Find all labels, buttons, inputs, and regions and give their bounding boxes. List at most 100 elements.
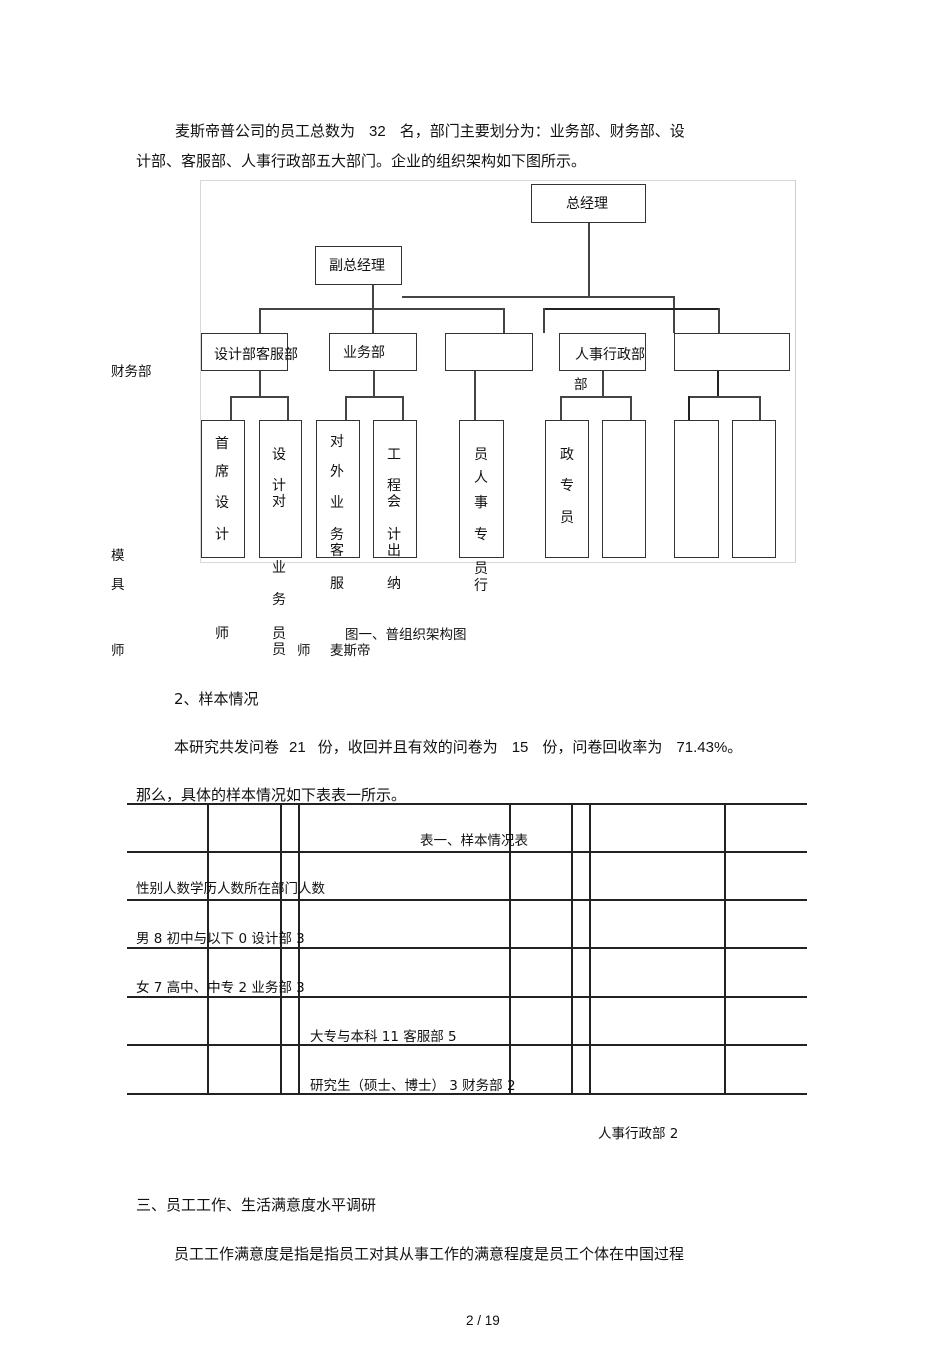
staff-3-outside: 服: [330, 576, 344, 592]
staff-3-char: 对: [330, 434, 344, 450]
org-staff-box-3: [316, 420, 360, 558]
connector: [718, 308, 720, 333]
connector: [259, 308, 504, 310]
org-box-dept-2: 业务部: [329, 333, 417, 371]
org-chart-caption: 图一、普组织架构图: [345, 627, 467, 643]
connector: [688, 396, 760, 398]
connector: [230, 396, 232, 420]
org-label-general-manager: 总经理: [566, 196, 608, 212]
org-label-dept-2: 业务部: [343, 345, 385, 361]
para-text-c: 份，问卷回收率为: [542, 738, 663, 756]
staff-5-char: 专: [474, 527, 488, 543]
connector: [543, 308, 719, 310]
org-box-dept-5: [674, 333, 790, 371]
org-box-dept-3: [445, 333, 533, 371]
staff-1-char: 席: [215, 464, 229, 480]
staff-3-char: 业: [330, 495, 344, 511]
stray-char: 师: [297, 643, 311, 659]
connector: [259, 371, 261, 396]
return-rate: 71.43%。: [676, 739, 743, 756]
table-title: 表一、样本情况表: [420, 833, 528, 849]
staff-1-char: 计: [215, 527, 229, 543]
org-staff-box-2: [259, 420, 302, 558]
connector: [230, 396, 288, 398]
staff-4-char: 工: [387, 447, 401, 463]
org-staff-box-6: [545, 420, 589, 558]
table-col-rule: [589, 803, 591, 1095]
connector: [560, 396, 631, 398]
connector: [503, 308, 505, 333]
intro-text-a: 麦斯帝普公司的员工总数为: [175, 122, 356, 140]
staff-2-outside: 务: [272, 592, 286, 608]
staff-5-char: 人: [474, 470, 488, 486]
org-staff-box-5: [459, 420, 504, 558]
connector: [373, 371, 375, 396]
table-row: 研究生（硕士、博士） 3 财务部 2: [310, 1078, 516, 1094]
org-staff-box-1: [201, 420, 245, 558]
org-box-dept-1: 设计部客服部: [201, 333, 298, 371]
staff-4-char: 程会: [387, 478, 401, 510]
table-col-rule: [280, 803, 282, 1095]
org-staff-box-4: [373, 420, 417, 558]
org-staff-box-7: [602, 420, 646, 558]
staff-3-char: 外: [330, 464, 344, 480]
staff-1-char: 首: [215, 436, 229, 452]
connector: [673, 296, 675, 333]
table-header: 性别人数学历人数所在部门人数: [136, 881, 325, 897]
connector: [402, 396, 404, 420]
connector: [688, 396, 690, 420]
staff-2-outside: 员: [272, 626, 286, 642]
staff-4-char: 计出: [387, 527, 401, 559]
left-column-char: 具: [111, 577, 125, 593]
table-col-rule: [571, 803, 573, 1095]
page-number: 2 / 19: [466, 1313, 500, 1328]
table-overflow-row: 人事行政部 2: [598, 1126, 679, 1142]
staff-5-outside: 员: [474, 561, 488, 577]
staff-2-outside: 员: [272, 642, 286, 658]
org-box-dept-4: 人事行政部: [559, 333, 646, 371]
intro-text-b: 名，部门主要划分为：业务部、财务部、设: [399, 122, 685, 140]
valid-count: 15: [511, 739, 529, 756]
staff-6-char: 专: [560, 478, 574, 494]
connector: [588, 223, 590, 296]
table-rule: [127, 899, 807, 901]
table-rule: [127, 1044, 807, 1046]
staff-6-char: 政: [560, 447, 574, 463]
connector: [759, 396, 761, 420]
connector: [543, 308, 545, 333]
org-chart: [200, 180, 796, 563]
issued-count: 21: [289, 739, 306, 756]
table-row: 大专与本科 11 客服部 5: [310, 1029, 457, 1045]
connector: [402, 296, 674, 298]
staff-6-char: 员: [560, 510, 574, 526]
org-staff-box-9: [732, 420, 776, 558]
connector: [287, 396, 289, 420]
table-row: 女 7 高中、中专 2 业务部 3: [136, 980, 305, 996]
section-2-line-2: 那么，具体的样本情况如下表表一所示。: [136, 786, 407, 804]
org-label-deputy-manager: 副总经理: [329, 258, 385, 274]
org-box-general-manager: 总经理: [531, 184, 646, 223]
table-rule: [127, 851, 807, 853]
connector: [345, 396, 403, 398]
left-column-char: 模: [111, 548, 125, 564]
org-dept-overflow-label: 部: [574, 377, 588, 393]
connector: [259, 308, 261, 333]
staff-4-outside: 纳: [387, 576, 401, 592]
table-col-rule: [207, 803, 209, 1095]
staff-5-outside: 行: [474, 578, 488, 594]
table-row: 男 8 初中与以下 0 设计部 3: [136, 931, 305, 947]
org-staff-box-8: [674, 420, 719, 558]
staff-1-outside: 师: [215, 626, 229, 642]
table-col-rule: [724, 803, 726, 1095]
section-3-heading: 三、员工工作、生活满意度水平调研: [136, 1196, 377, 1214]
table-rule: [127, 947, 807, 949]
staff-2-char: 设: [272, 447, 286, 463]
staff-2-outside: 业: [272, 560, 286, 576]
connector: [560, 396, 562, 420]
connector: [345, 396, 347, 420]
section-3-paragraph: 员工工作满意度是指是指员工对其从事工作的满意程度是员工个体在中国过程: [174, 1245, 685, 1263]
org-label-dept-1: 设计部客服部: [214, 347, 298, 363]
section-2-heading: 2、样本情况: [174, 690, 259, 708]
